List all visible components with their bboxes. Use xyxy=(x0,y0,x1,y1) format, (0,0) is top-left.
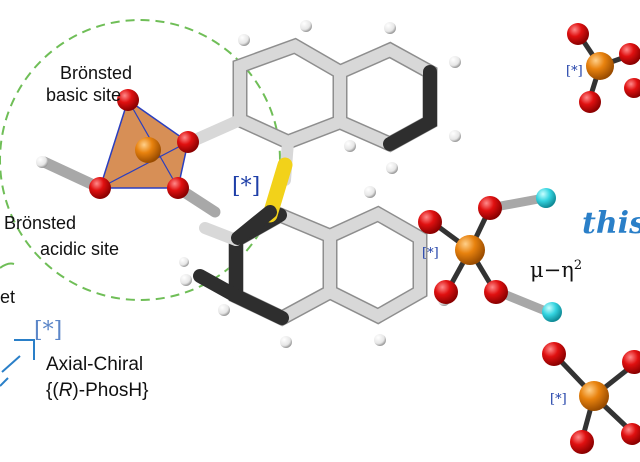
ring-hydrogens xyxy=(179,20,461,348)
bronsted-acidic-label-line2: acidic site xyxy=(40,239,120,259)
phosh-label: {(R)-PhosH} xyxy=(46,380,148,402)
bronsted-acidic-label-line1: Brönsted xyxy=(4,213,77,233)
mu-eta-label: μ−η2 xyxy=(530,258,582,282)
phosphate-top-right xyxy=(567,23,640,113)
mu-eta-base: μ−η xyxy=(530,258,574,282)
mid-right-star-tag: [*] xyxy=(422,246,439,261)
phosphate-mid-right xyxy=(418,188,562,322)
phosphate-tetrahedron xyxy=(36,89,221,218)
bottom-right-star-tag: [*] xyxy=(550,392,567,407)
main-star-tag: [*] xyxy=(232,174,261,199)
lower-naphthyl xyxy=(193,205,428,327)
partial-green-arrow xyxy=(0,262,15,269)
axial-chiral-label: Axial-Chiral xyxy=(46,354,143,376)
top-right-star-tag: [*] xyxy=(566,64,583,79)
phosphate-bottom-right xyxy=(542,342,640,454)
bronsted-basic-label-line1: Brönsted xyxy=(60,63,133,83)
partial-left-label: et xyxy=(0,287,16,307)
partial-arrow-icon xyxy=(0,339,35,387)
left-star-tag: [*] xyxy=(34,318,63,343)
phosh-close: )-PhosH} xyxy=(72,380,149,401)
upper-naphthyl xyxy=(189,37,438,186)
axial-bond-dark xyxy=(231,205,277,245)
axial-chiral-text: Axial-Chiral xyxy=(46,354,144,375)
mu-eta-exp: 2 xyxy=(573,258,583,273)
this-work-partial-label: this xyxy=(582,206,640,241)
phosh-open: {( xyxy=(46,380,59,401)
bronsted-basic-label-line2: basic site xyxy=(46,85,122,105)
phosh-r: R xyxy=(58,380,73,401)
